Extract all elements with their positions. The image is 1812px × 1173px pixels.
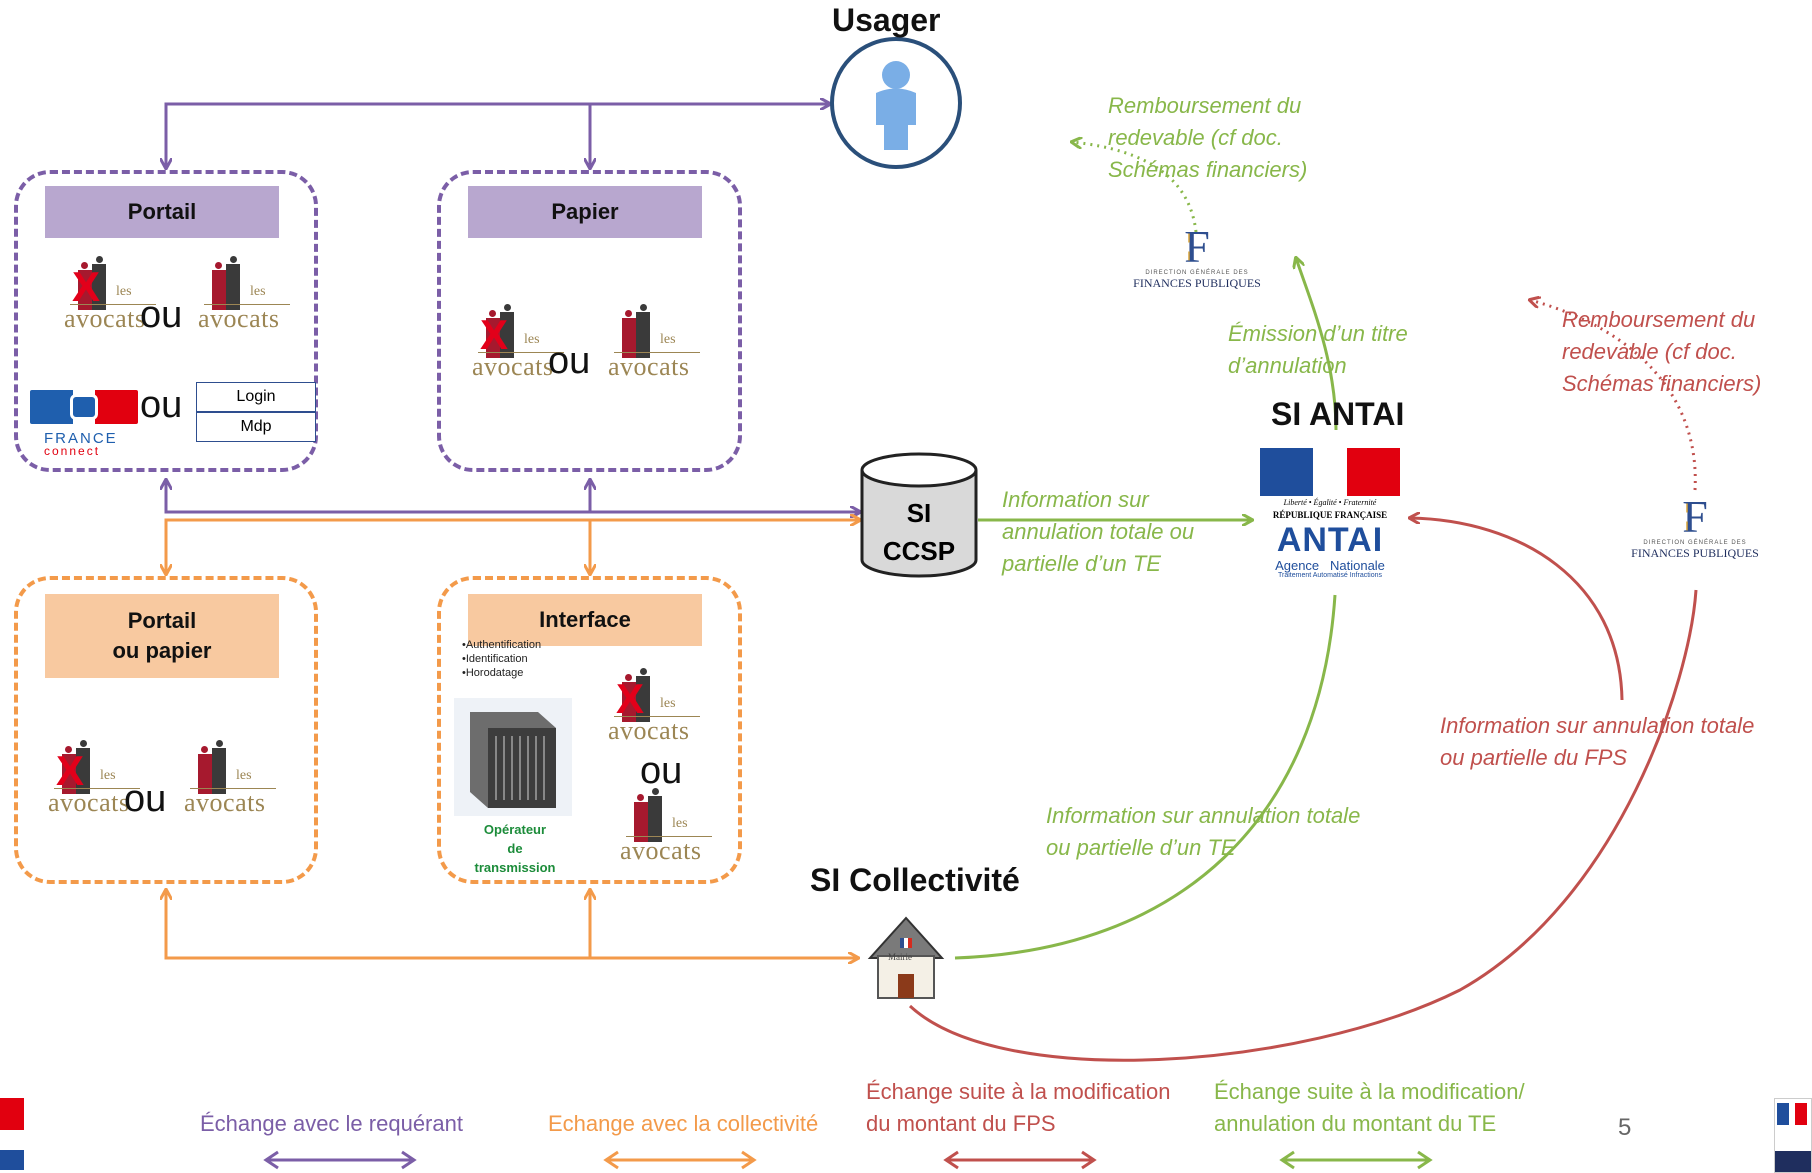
- mdp-field[interactable]: Mdp: [196, 412, 316, 442]
- antai-title: SI ANTAI: [1271, 396, 1405, 432]
- cross-icon: X: [56, 747, 85, 794]
- portail-box: [14, 170, 318, 472]
- papier-box: [437, 170, 742, 472]
- legend-te-arrow: [1279, 1150, 1433, 1170]
- dgfip-logo-top: F¦ DIRECTION GÉNÉRALE DES FINANCES PUBLI…: [1133, 221, 1261, 291]
- ccsp-database-icon: [860, 452, 978, 578]
- server-icon: [454, 698, 572, 816]
- emission-titre-text: Émission d’un titre d’annulation: [1228, 321, 1408, 378]
- antai-logo: Liberté • Égalité • Fraternité RÉPUBLIQU…: [1260, 448, 1400, 590]
- cross-icon: X: [480, 311, 509, 358]
- legend-requerant-arrow: [263, 1150, 417, 1170]
- ou-label: ou: [124, 778, 167, 820]
- dgfip-logo-right: F¦ DIRECTION GÉNÉRALE DES FINANCES PUBLI…: [1631, 491, 1759, 561]
- remboursement-red-dotted: [1530, 300, 1697, 491]
- legend-te-label: Échange suite à la modification/ annulat…: [1214, 1079, 1525, 1136]
- mairie-label: Mairie: [888, 952, 912, 962]
- interface-header: Interface: [468, 594, 702, 646]
- interface-bullets: •Authentification •Identification •Horod…: [462, 639, 542, 679]
- login-field[interactable]: Login: [196, 382, 316, 412]
- person-icon: [882, 61, 910, 89]
- ccsp-label: SI CCSP: [882, 498, 956, 566]
- usager-title: Usager: [832, 2, 941, 38]
- franceconnect-logo[interactable]: FRANCE connect: [30, 390, 138, 460]
- portail-header: Portail: [45, 186, 279, 238]
- mairie-house-icon: [867, 916, 945, 999]
- legend-collectivite-label: Echange avec la collectivité: [548, 1111, 819, 1136]
- requerant-top-arrows: [166, 104, 830, 168]
- papier-header: Papier: [468, 186, 702, 238]
- legend-fps-label: Échange suite à la modification du monta…: [866, 1079, 1171, 1136]
- corner-logo-right: [1774, 1098, 1812, 1173]
- remboursement-green-text: Remboursement du redevable (cf doc. Sché…: [1108, 93, 1308, 182]
- legend-fps-arrow: [943, 1150, 1097, 1170]
- legend-collectivite-arrow: [603, 1150, 757, 1170]
- dgfip-antai-curve: [1410, 518, 1624, 701]
- remboursement-green-dotted: [1072, 142, 1198, 233]
- ou-label: ou: [640, 750, 683, 792]
- ou-label: ou: [548, 340, 591, 382]
- info-te-text: Information sur annulation totale ou par…: [1046, 803, 1361, 860]
- interface-box: [437, 576, 742, 884]
- antai-dgfip-arrow: [1296, 258, 1338, 431]
- portail-ou-papier-header: Portail ou papier: [45, 594, 279, 678]
- page-number: 5: [1618, 1114, 1632, 1141]
- requerant-ccsp-arrows: [166, 480, 860, 512]
- info-ccsp-text: Information sur annulation totale ou par…: [1002, 487, 1195, 576]
- collectivite-title: SI Collectivité: [810, 862, 1020, 898]
- remboursement-red-text: Remboursement du redevable (cf doc. Sché…: [1562, 307, 1762, 396]
- collectivite-dgfip-curve: [908, 589, 1698, 1062]
- info-fps-text: Information sur annulation totale ou par…: [1440, 713, 1755, 770]
- collectivite-bottom-arrows: [166, 890, 858, 958]
- ou-label: ou: [140, 294, 183, 336]
- corner-logo-left: [0, 1098, 24, 1173]
- collectivite-antai-curve: [954, 594, 1337, 960]
- legend-requerant-label: Échange avec le requérant: [200, 1111, 463, 1136]
- cross-icon: X: [72, 263, 101, 310]
- ou-label: ou: [140, 384, 183, 426]
- collectivite-ccsp-arrows: [166, 520, 860, 574]
- operateur-label: Opérateur de transmission: [474, 822, 556, 875]
- portail-ou-papier-box: [14, 576, 318, 884]
- cross-icon: X: [616, 675, 645, 722]
- usager-node: [830, 37, 962, 169]
